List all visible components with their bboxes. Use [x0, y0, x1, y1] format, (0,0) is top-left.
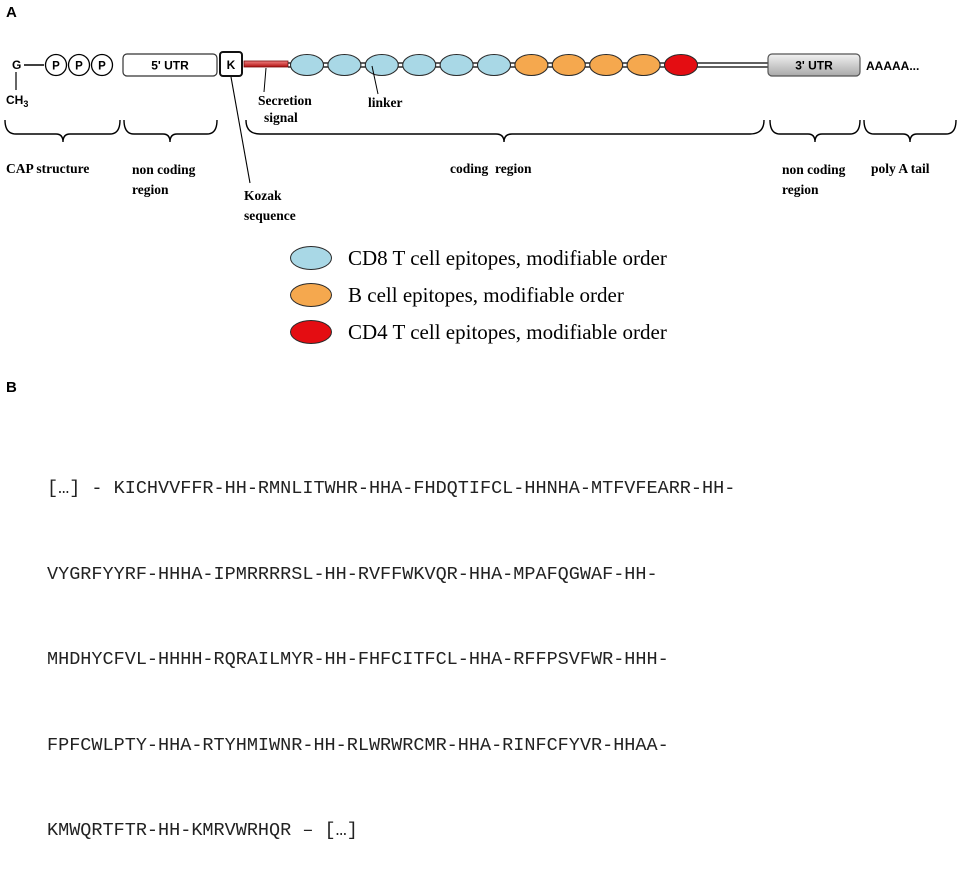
sequence-line: FPFCWLPTY-HHA-RTYHMIWNR-HH-RLWRWRCMR-HHA… — [47, 734, 669, 756]
phosphate-label: P — [52, 61, 60, 73]
phosphate-label: P — [75, 61, 83, 73]
sequence-line: VYGRFYYRF-HHHA-IPMRRRRSL-HH-RVFFWKVQR-HH… — [47, 563, 658, 585]
sequence-line: KMWQRTFTR-HH-KMRVWRHQR – […] — [47, 820, 358, 841]
phosphate-circle — [67, 53, 91, 77]
b-epitope-swatch — [290, 283, 332, 307]
legend-item-cd4: CD4 T cell epitopes, modifiable order — [290, 319, 667, 345]
epitope-chain — [289, 53, 699, 77]
kozak-box-label: K — [227, 58, 236, 72]
polya-sequence-label: AAAAA... — [866, 59, 919, 73]
mrna-construct-diagram: G CH3 P P P 5' UTR K 3' UTR AAAAA... — [4, 51, 957, 184]
brace-polya-tail — [863, 119, 957, 143]
secretion-signal-line1: Secretion — [258, 93, 312, 108]
brace-noncoding-3 — [769, 119, 861, 143]
brace-cap-structure — [4, 119, 121, 143]
secretion-signal-label: Secretion signal — [258, 92, 312, 126]
panel-label-b: B — [6, 379, 17, 396]
brace-coding-region — [245, 119, 765, 143]
panel-label-a: A — [6, 4, 17, 21]
b-epitope-oval — [514, 53, 549, 77]
triphosphate: P P P — [44, 53, 114, 77]
cd8-epitope-oval — [402, 53, 437, 77]
region-noncoding5-line2: region — [132, 182, 169, 197]
region-noncoding5-label: non coding region — [132, 160, 195, 200]
region-coding-label: coding region — [450, 161, 532, 176]
legend-item-cd8: CD8 T cell epitopes, modifiable order — [290, 245, 667, 271]
sequence-line: […] - KICHVVFFR-HH-RMNLITWHR-HHA-FHDQTIF… — [47, 478, 736, 499]
legend-cd8-text: CD8 T cell epitopes, modifiable order — [348, 245, 667, 270]
epitope-sequence-block: […] - KICHVVFFR-HH-RMNLITWHR-HHA-FHDQTIF… — [47, 418, 735, 874]
linker-pointer — [371, 65, 379, 95]
kozak-sequence-label: Kozak sequence — [244, 186, 296, 226]
linker-label: linker — [368, 95, 403, 110]
sequence-line: MHDHYCFVL-HHHH-RQRAILMYR-HH-FHFCITFCL-HH… — [47, 649, 669, 670]
cd4-epitope-swatch — [290, 320, 332, 344]
region-cap-label: CAP structure — [6, 161, 90, 176]
phosphate-circle — [44, 53, 68, 77]
cd8-epitope-oval — [439, 53, 474, 77]
legend-cd4-text: CD4 T cell epitopes, modifiable order — [348, 319, 667, 344]
cd8-epitope-oval — [289, 53, 325, 77]
cd4-epitope-oval — [663, 53, 699, 77]
secretion-signal-bar — [243, 60, 289, 68]
brace-noncoding-5 — [123, 119, 218, 143]
utr3-label: 3' UTR — [795, 59, 833, 73]
utr3-box — [767, 53, 861, 77]
cd8-epitope-oval — [327, 53, 362, 77]
region-noncoding5-line1: non coding — [132, 162, 196, 177]
region-noncoding3-line1: non coding — [782, 162, 846, 177]
secretion-signal-line2: signal — [263, 110, 298, 125]
cap-methyl-label: CH3 — [6, 93, 28, 109]
region-noncoding3-line2: region — [782, 182, 819, 197]
phosphate-circle — [90, 53, 114, 77]
legend-b-text: B cell epitopes, modifiable order — [348, 282, 624, 307]
b-epitope-oval — [551, 53, 586, 77]
cd8-epitope-swatch — [290, 246, 332, 270]
cap-guanine-label: G — [12, 58, 21, 72]
cd8-epitope-oval — [476, 53, 512, 77]
utr5-label: 5' UTR — [151, 59, 189, 73]
region-noncoding3-label: non coding region — [782, 160, 845, 200]
secretion-pointer — [263, 67, 267, 93]
legend-item-b: B cell epitopes, modifiable order — [290, 282, 624, 308]
kozak-line1: Kozak — [244, 188, 282, 203]
region-polya-label: poly A tail — [871, 161, 930, 176]
phosphate-label: P — [98, 61, 106, 73]
utr5-box — [122, 53, 218, 77]
kozak-line2: sequence — [244, 208, 296, 223]
kozak-pointer — [230, 76, 251, 184]
kozak-box — [219, 51, 243, 77]
cd8-epitope-oval — [364, 53, 399, 77]
b-epitope-oval — [626, 53, 661, 77]
b-epitope-oval — [589, 53, 624, 77]
